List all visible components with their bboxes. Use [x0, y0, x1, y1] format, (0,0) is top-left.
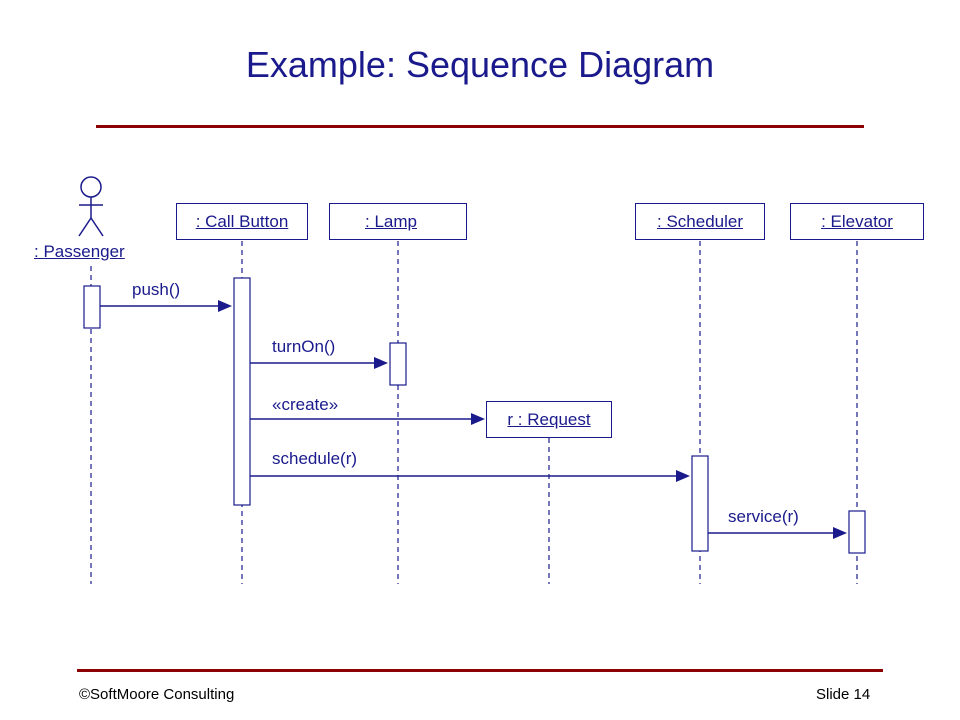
slide-title: Example: Sequence Diagram [245, 44, 715, 85]
service-arrowhead [833, 527, 847, 539]
object-request: r : Request [486, 401, 612, 438]
create-arrowhead [471, 413, 485, 425]
actor-right-leg [90, 217, 104, 237]
message-push: push() [132, 280, 181, 299]
schedule-arrowhead [676, 470, 690, 482]
footer-divider [77, 669, 883, 672]
message-service: service(r) [728, 507, 799, 526]
turnon-arrowhead [374, 357, 388, 369]
footer-copyright: ©SoftMoore Consulting [79, 686, 235, 703]
object-scheduler: : Scheduler [635, 203, 765, 240]
message-schedule: schedule(r) [272, 449, 358, 468]
footer-slide-number: Slide 14 [816, 686, 871, 703]
activation-passenger [83, 285, 101, 329]
object-elevator: : Elevator [790, 203, 924, 240]
push-arrowhead [218, 300, 232, 312]
actor-label-passenger: : Passenger [34, 242, 125, 261]
object-call-button: : Call Button [176, 203, 308, 240]
message-turn-on: turnOn() [272, 337, 336, 356]
object-lamp: : Lamp [329, 203, 467, 240]
title-divider [96, 125, 864, 128]
activation-elevator [848, 510, 866, 554]
actor-left-leg [78, 217, 92, 237]
activation-lamp [389, 342, 407, 386]
actor-head [80, 176, 102, 198]
activation-scheduler [691, 455, 709, 552]
activation-call-button [233, 277, 251, 506]
message-create: «create» [272, 395, 339, 414]
